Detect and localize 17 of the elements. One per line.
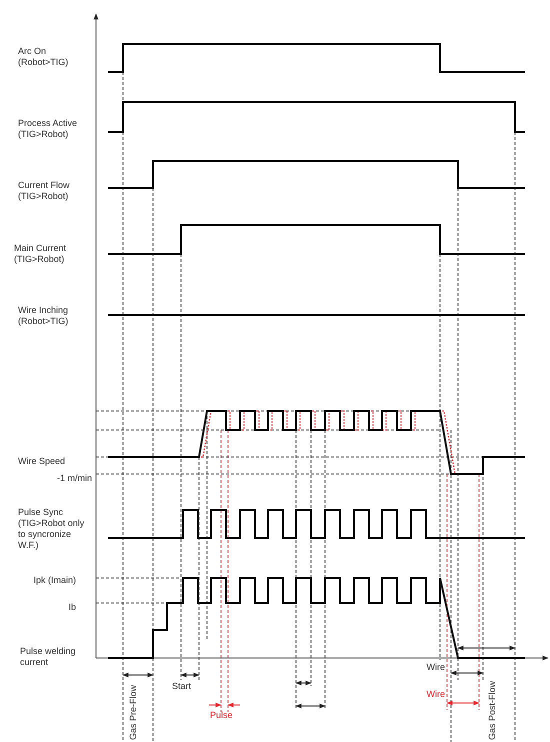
level-label: Ipk (Imain)	[32, 575, 76, 586]
signal-label: Wire Speed	[18, 456, 66, 467]
signal-label: Main Current (TIG>Robot)	[14, 243, 68, 265]
level-label: -1 m/min	[56, 473, 92, 484]
signal-label: Current Flow (TIG>Robot)	[18, 180, 71, 202]
signal-label: Pulse welding current	[20, 646, 77, 668]
signal-label: Wire Inching (Robot>TIG)	[18, 305, 70, 327]
level-label: Ib	[67, 602, 76, 613]
signal-label: Process Active (TIG>Robot)	[18, 118, 78, 140]
interval-label: Wire	[426, 662, 445, 673]
interval-label: Pulse	[210, 710, 234, 721]
interval-label: Start	[172, 681, 192, 692]
signal-label: Arc On (Robot>TIG)	[18, 46, 70, 68]
interval-label: Gas Pre-Flow	[128, 684, 139, 740]
interval-label: Wire	[426, 689, 445, 700]
interval-label: Gas Post-Flow	[487, 680, 498, 740]
signal-label: Pulse Sync (TIG>Robot only to syncronize W.F.)	[18, 507, 86, 551]
